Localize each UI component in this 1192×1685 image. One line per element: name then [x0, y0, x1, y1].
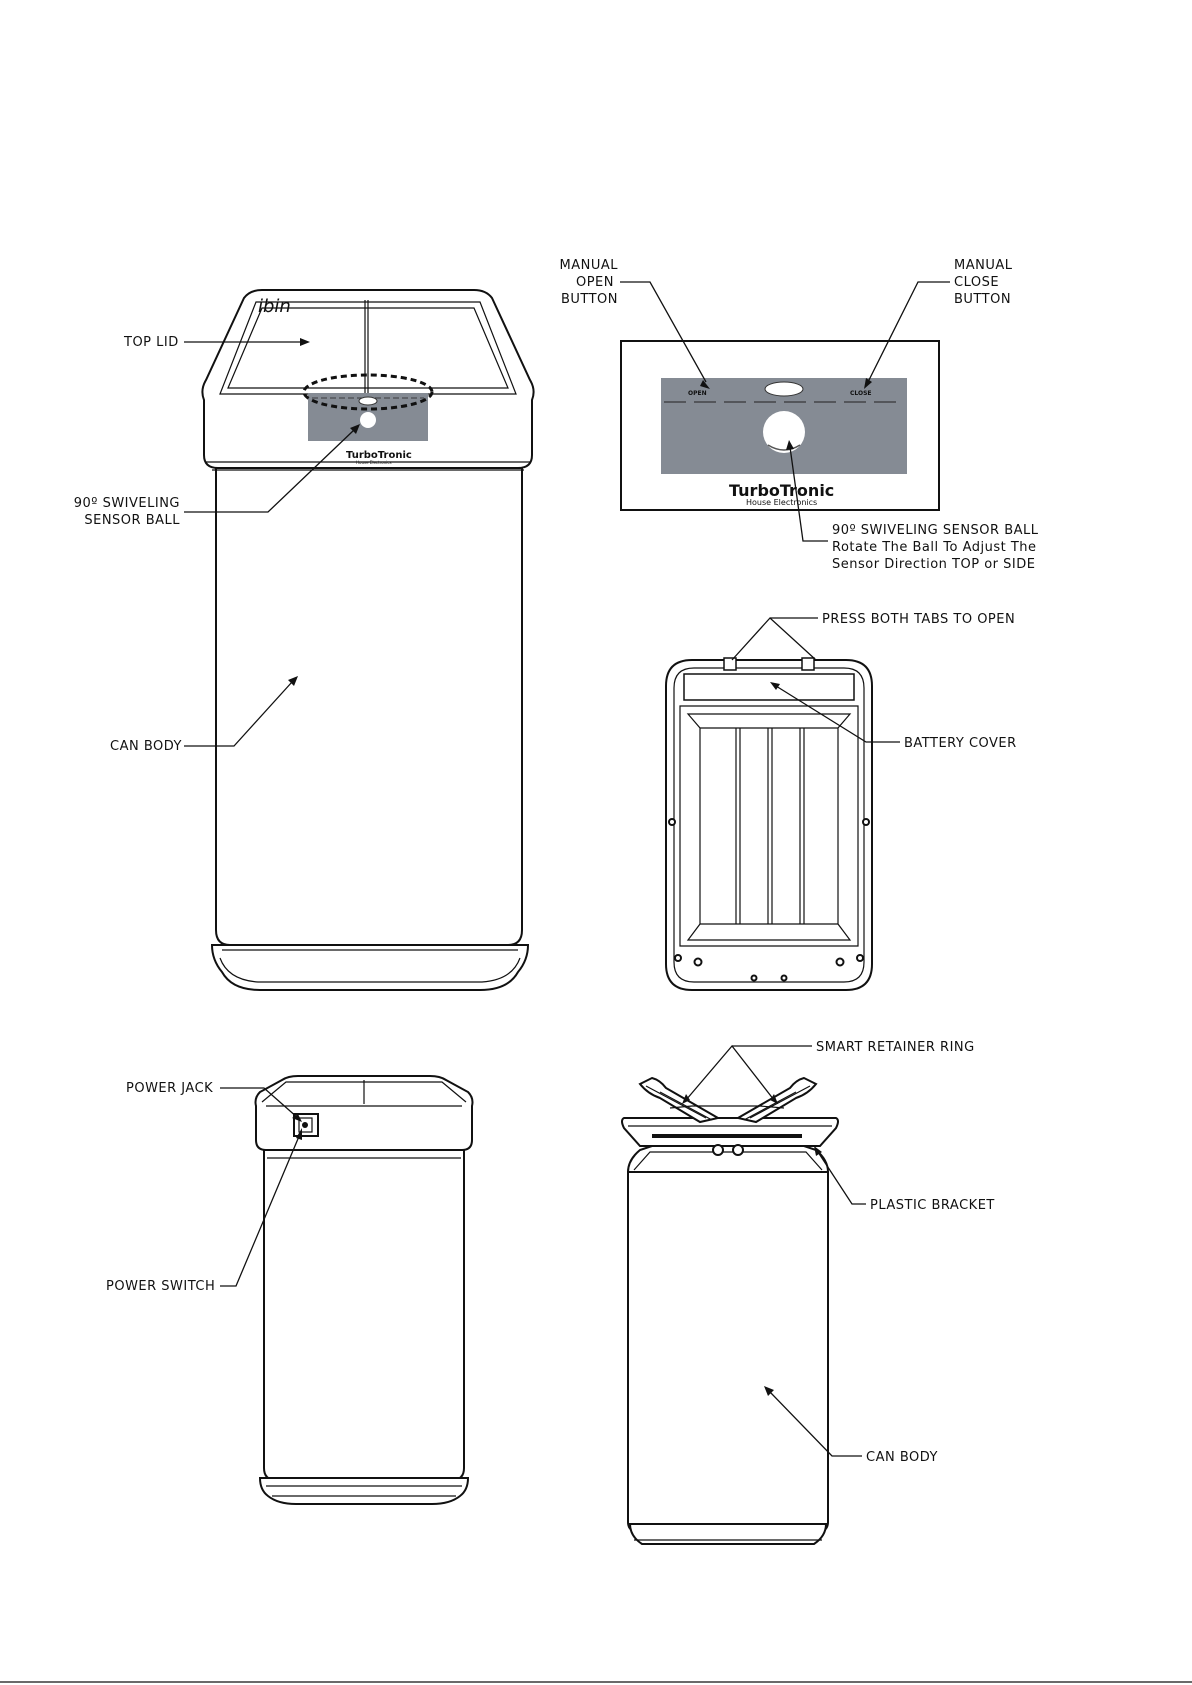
lid-logo: ibin — [258, 296, 291, 317]
svg-text:Sensor Direction TOP or SIDE: Sensor Direction TOP or SIDE — [832, 557, 1035, 572]
label-can-body-front: CAN BODY — [110, 739, 182, 754]
svg-text:Rotate The Ball To Adjust The: Rotate The Ball To Adjust The — [832, 540, 1037, 555]
label-battery-cover: BATTERY COVER — [904, 736, 1017, 751]
label-manual-open: MANUAL — [560, 258, 619, 273]
label-power-jack: POWER JACK — [126, 1081, 213, 1096]
svg-text:BUTTON: BUTTON — [561, 292, 618, 307]
label-can-body-exploded: CAN BODY — [866, 1450, 938, 1465]
svg-text:SENSOR BALL: SENSOR BALL — [84, 513, 180, 528]
rear-view-can — [254, 1075, 474, 1505]
front-view-can: ibin TurboTronic House Electronics — [201, 289, 535, 991]
label-top-lid: TOP LID — [123, 335, 179, 350]
label-manual-close: MANUAL — [954, 258, 1013, 273]
label-sensor-ball: 90º SWIVELING — [74, 496, 180, 511]
label-swivel-sensor: 90º SWIVELING SENSOR BALL — [832, 523, 1039, 538]
panel-brand: TurboTronic — [729, 481, 834, 500]
svg-text:CLOSE: CLOSE — [954, 275, 999, 290]
label-power-switch: POWER SWITCH — [106, 1279, 215, 1294]
label-smart-retainer: SMART RETAINER RING — [816, 1040, 975, 1055]
svg-text:OPEN: OPEN — [688, 390, 707, 397]
battery-cover — [683, 673, 855, 701]
sensor-panel-closeup: OPEN CLOSE TurboTronic House Electronics — [620, 340, 940, 511]
label-press-tabs: PRESS BOTH TABS TO OPEN — [822, 612, 1015, 627]
label-plastic-bracket: PLASTIC BRACKET — [870, 1198, 995, 1213]
svg-text:CLOSE: CLOSE — [850, 390, 872, 397]
sensor-ball-large-icon — [763, 411, 805, 453]
svg-text:OPEN: OPEN — [576, 275, 614, 290]
front-brand: TurboTronic — [346, 450, 412, 461]
svg-text:BUTTON: BUTTON — [954, 292, 1011, 307]
battery-top-view — [665, 657, 873, 991]
svg-text:House Electronics: House Electronics — [356, 460, 392, 465]
sensor-ball-icon — [360, 412, 376, 428]
exploded-can — [621, 1076, 839, 1545]
svg-text:House Electronics: House Electronics — [746, 498, 817, 507]
